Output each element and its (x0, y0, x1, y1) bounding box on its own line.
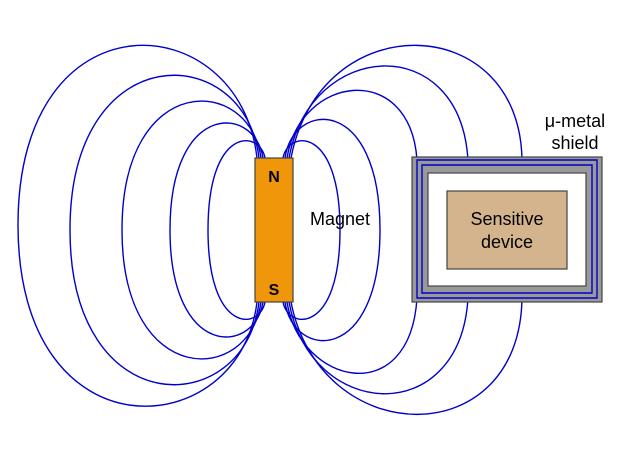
shield-label-line2: shield (551, 133, 598, 153)
magnet-north-label: N (268, 169, 280, 186)
field-line (169, 122, 264, 338)
field-line (282, 140, 341, 320)
magnet-south-label: S (269, 282, 280, 299)
left-field-lines (17, 44, 266, 407)
device-label-line1: Sensitive (470, 209, 543, 229)
field-line (17, 44, 258, 407)
magnet-label: Magnet (310, 209, 370, 229)
shield-field-path (416, 159, 598, 299)
device-label-line2: device (481, 232, 533, 252)
bar-magnet (254, 157, 294, 303)
shield-label-line1: μ-metal (545, 111, 605, 131)
field-line (207, 140, 266, 320)
shield-field-path-inner (421, 164, 593, 294)
sensitive-device-box (446, 190, 568, 270)
field-line (69, 74, 260, 386)
field-line (121, 100, 262, 360)
field-line (284, 118, 381, 342)
